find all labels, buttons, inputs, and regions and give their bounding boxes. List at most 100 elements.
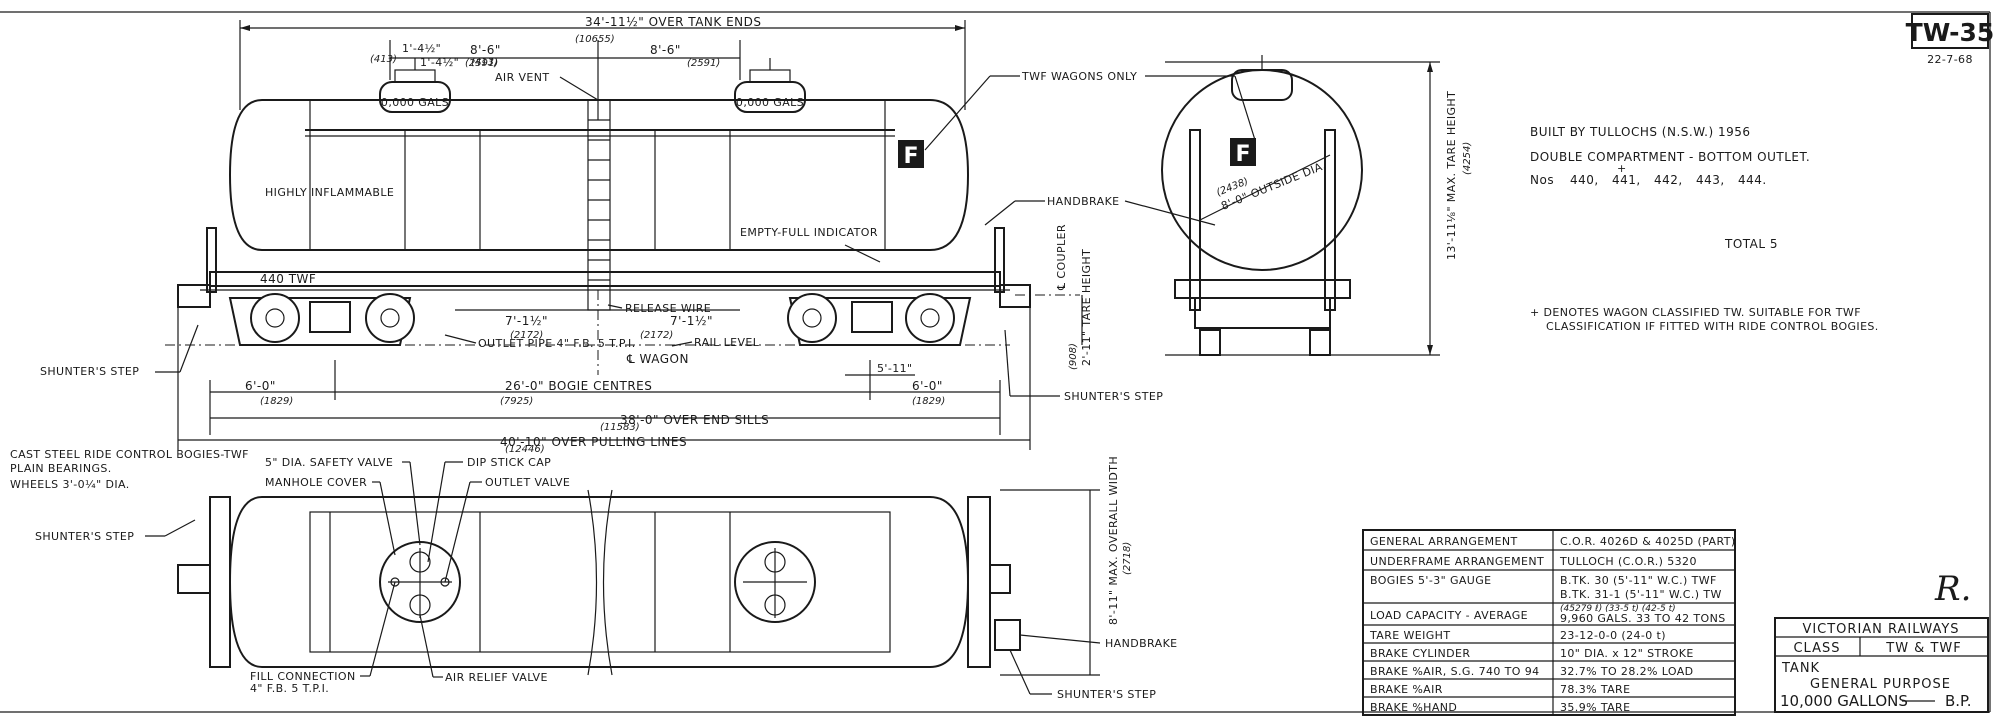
spec-row: BRAKE %AIR, S.G. 740 TO 94 32.7% TO 28.2… bbox=[1370, 665, 1693, 678]
wagon-number-3: 442, bbox=[1654, 173, 1683, 187]
spec-label: BRAKE %AIR bbox=[1370, 683, 1443, 696]
dim-7-1-right: 7'-1½" bbox=[670, 314, 713, 328]
drawing-number-box: TW-35 22-7-68 bbox=[1906, 13, 1994, 66]
class-label: CLASS bbox=[1793, 641, 1840, 656]
drawing-date: 22-7-68 bbox=[1927, 53, 1973, 66]
handbrake-label-side: HANDBRAKE bbox=[1047, 195, 1120, 208]
dim-8-6-left-mm: (2591) bbox=[465, 58, 498, 69]
title-block: VICTORIAN RAILWAYS CLASS TW & TWF TANK G… bbox=[1774, 617, 1989, 713]
underframe bbox=[209, 271, 1001, 287]
spec-table: GENERAL ARRANGEMENT C.O.R. 4026D & 4025D… bbox=[1362, 529, 1736, 716]
spec-label: GENERAL ARRANGEMENT bbox=[1370, 535, 1518, 548]
spec-value: 78.3% TARE bbox=[1560, 683, 1630, 696]
spec-value: C.O.R. 4026D & 4025D (PART) bbox=[1560, 535, 1736, 548]
shunters-step-mid-label: SHUNTER'S STEP bbox=[1064, 390, 1163, 403]
dim-1-4b-mm: (413) bbox=[471, 57, 498, 68]
wagon-number-2: 441, bbox=[1612, 173, 1641, 187]
air-vent-label: AIR VENT bbox=[495, 71, 550, 84]
side-elevation: 34'-11½" OVER TANK ENDS (10655) 8'-6" (2… bbox=[40, 15, 1256, 455]
f-mark-side-box bbox=[898, 140, 924, 168]
manhole-cover-label: MANHOLE COVER bbox=[265, 476, 367, 489]
wagon-number-5: 444. bbox=[1738, 173, 1767, 187]
tw-note-line2: CLASSIFICATION IF FITTED WITH RIDE CONTR… bbox=[1546, 320, 1879, 333]
dome-left: 0,000 GALS bbox=[379, 58, 451, 113]
outlet-valve-label: OUTLET VALVE bbox=[485, 476, 570, 489]
tank-body-side bbox=[228, 99, 970, 251]
wagon-number-1: 440, bbox=[1570, 173, 1599, 187]
overall-width-mm: (2718) bbox=[1122, 542, 1133, 575]
dome-right: 0,000 GALS bbox=[734, 58, 806, 113]
spec-label: BRAKE %AIR, S.G. 740 TO 94 bbox=[1370, 665, 1540, 678]
spec-row: BRAKE %HAND 35.9% TARE bbox=[1370, 701, 1630, 714]
spec-label: BOGIES 5'-3" GAUGE bbox=[1370, 574, 1492, 587]
handbrake-plan-label: HANDBRAKE bbox=[1105, 637, 1178, 650]
f-mark-end: F bbox=[1235, 142, 1250, 167]
spec-label: UNDERFRAME ARRANGEMENT bbox=[1370, 555, 1544, 568]
central-ladder bbox=[587, 99, 611, 311]
dim-6-0-right: 6'-0" bbox=[912, 379, 943, 393]
class-value: TW & TWF bbox=[1885, 641, 1961, 656]
spec-value-2: B.TK. 31-1 (5'-11" W.C.) TW bbox=[1560, 588, 1722, 601]
spec-row: BRAKE %AIR 78.3% TARE bbox=[1370, 683, 1630, 696]
dim-7-1-right-mm: (2172) bbox=[640, 330, 673, 341]
release-wire-label: RELEASE WIRE bbox=[625, 302, 711, 315]
manhole-right bbox=[734, 541, 816, 623]
tank-body-plan bbox=[228, 496, 970, 668]
notes-block: BUILT BY TULLOCHS (N.S.W.) 1956 DOUBLE C… bbox=[1530, 125, 1879, 333]
railway-name: VICTORIAN RAILWAYS bbox=[1802, 622, 1959, 637]
dip-stick-cap-label: DIP STICK CAP bbox=[467, 456, 551, 469]
spec-row: GENERAL ARRANGEMENT C.O.R. 4026D & 4025D… bbox=[1370, 535, 1736, 548]
dome-right-label: 0,000 GALS bbox=[736, 96, 804, 109]
dim-7-1-left: 7'-1½" bbox=[505, 314, 548, 328]
shunters-step-plan-right-label: SHUNTER'S STEP bbox=[1057, 688, 1156, 701]
dim-6-0-right-mm: (1829) bbox=[912, 396, 945, 407]
dim-6-0-left-mm: (1829) bbox=[260, 396, 293, 407]
spec-value: TULLOCH (C.O.R.) 5320 bbox=[1559, 555, 1697, 568]
spec-row: BRAKE CYLINDER 10" DIA. x 12" STROKE bbox=[1370, 647, 1694, 660]
dim-over-pulling-lines: 40'-10" OVER PULLING LINES bbox=[500, 435, 687, 449]
dim-bogie-centres: 26'-0" BOGIE CENTRES bbox=[505, 379, 652, 393]
title-line2: GENERAL PURPOSE bbox=[1810, 677, 1951, 692]
dim-8-6-right: 8'-6" bbox=[650, 43, 681, 57]
spec-value: 10" DIA. x 12" STROKE bbox=[1560, 647, 1694, 660]
spec-row: TARE WEIGHT 23-12-0-0 (24-0 t) bbox=[1369, 629, 1666, 642]
dim-1-4a: 1'-4½" bbox=[402, 42, 441, 55]
built-by-note: BUILT BY TULLOCHS (N.S.W.) 1956 bbox=[1530, 125, 1751, 139]
spec-value: 35.9% TARE bbox=[1560, 701, 1630, 714]
spec-label: TARE WEIGHT bbox=[1369, 629, 1450, 642]
dim-over-tank-ends: 34'-11½" OVER TANK ENDS bbox=[585, 15, 762, 29]
dim-8-6-left: 8'-6" bbox=[470, 43, 501, 57]
total-note: TOTAL 5 bbox=[1724, 237, 1778, 251]
twf-wagons-only-label: TWF WAGONS ONLY bbox=[1021, 70, 1137, 83]
highly-inflammable-label: HIGHLY INFLAMMABLE bbox=[265, 186, 394, 199]
compartment-note: DOUBLE COMPARTMENT - BOTTOM OUTLET. bbox=[1530, 150, 1810, 164]
bogie-note-line1: CAST STEEL RIDE CONTROL BOGIES-TWF bbox=[10, 448, 249, 461]
spec-row: BOGIES 5'-3" GAUGE B.TK. 30 (5'-11" W.C.… bbox=[1370, 574, 1722, 601]
spec-label: LOAD CAPACITY - AVERAGE bbox=[1370, 609, 1528, 622]
dome-left-label: 0,000 GALS bbox=[381, 96, 449, 109]
overall-width-label: 8'-11" MAX. OVERALL WIDTH bbox=[1107, 456, 1120, 625]
dim-over-end-sills: 38'-0" OVER END SILLS bbox=[620, 413, 769, 427]
empty-full-indicator-label: EMPTY-FULL INDICATOR bbox=[740, 226, 878, 239]
shunters-step-plan-left-label: SHUNTER'S STEP bbox=[35, 530, 134, 543]
numbers-prefix: Nos bbox=[1530, 173, 1554, 187]
dim-bogie-centres-mm: (7925) bbox=[500, 396, 533, 407]
tare-height-mm: (908) bbox=[1068, 343, 1079, 370]
wagon-number-4: 443, bbox=[1696, 173, 1725, 187]
spec-label: BRAKE CYLINDER bbox=[1370, 647, 1470, 660]
f-mark-end-box bbox=[1230, 138, 1256, 166]
fill-connection-spec: 4" F.B. 5 T.P.I. bbox=[250, 682, 329, 695]
manhole-left bbox=[379, 541, 461, 623]
outlet-pipe-label: OUTLET PIPE 4" F.B. 5 T.P.I. bbox=[478, 337, 636, 350]
max-tare-height-mm: (4254) bbox=[1462, 142, 1473, 175]
spec-value: 23-12-0-0 (24-0 t) bbox=[1560, 629, 1666, 642]
tw-note-line1: + DENOTES WAGON CLASSIFIED TW. SUITABLE … bbox=[1530, 306, 1861, 319]
dim-7-1-left-mm: (2172) bbox=[510, 330, 543, 341]
wagon-cl-label: ℄ WAGON bbox=[626, 352, 689, 366]
spec-row: LOAD CAPACITY - AVERAGE (45279 ℓ) (33-5 … bbox=[1370, 604, 1725, 625]
spec-value: (45279 ℓ) (33-5 t) (42-5 t) bbox=[1560, 604, 1676, 614]
rail-level-label: RAIL LEVEL bbox=[694, 336, 760, 349]
signature-mark: R. bbox=[1934, 569, 1971, 609]
bogie-note: CAST STEEL RIDE CONTROL BOGIES-TWF PLAIN… bbox=[10, 448, 249, 491]
spec-label: BRAKE %HAND bbox=[1370, 701, 1457, 714]
